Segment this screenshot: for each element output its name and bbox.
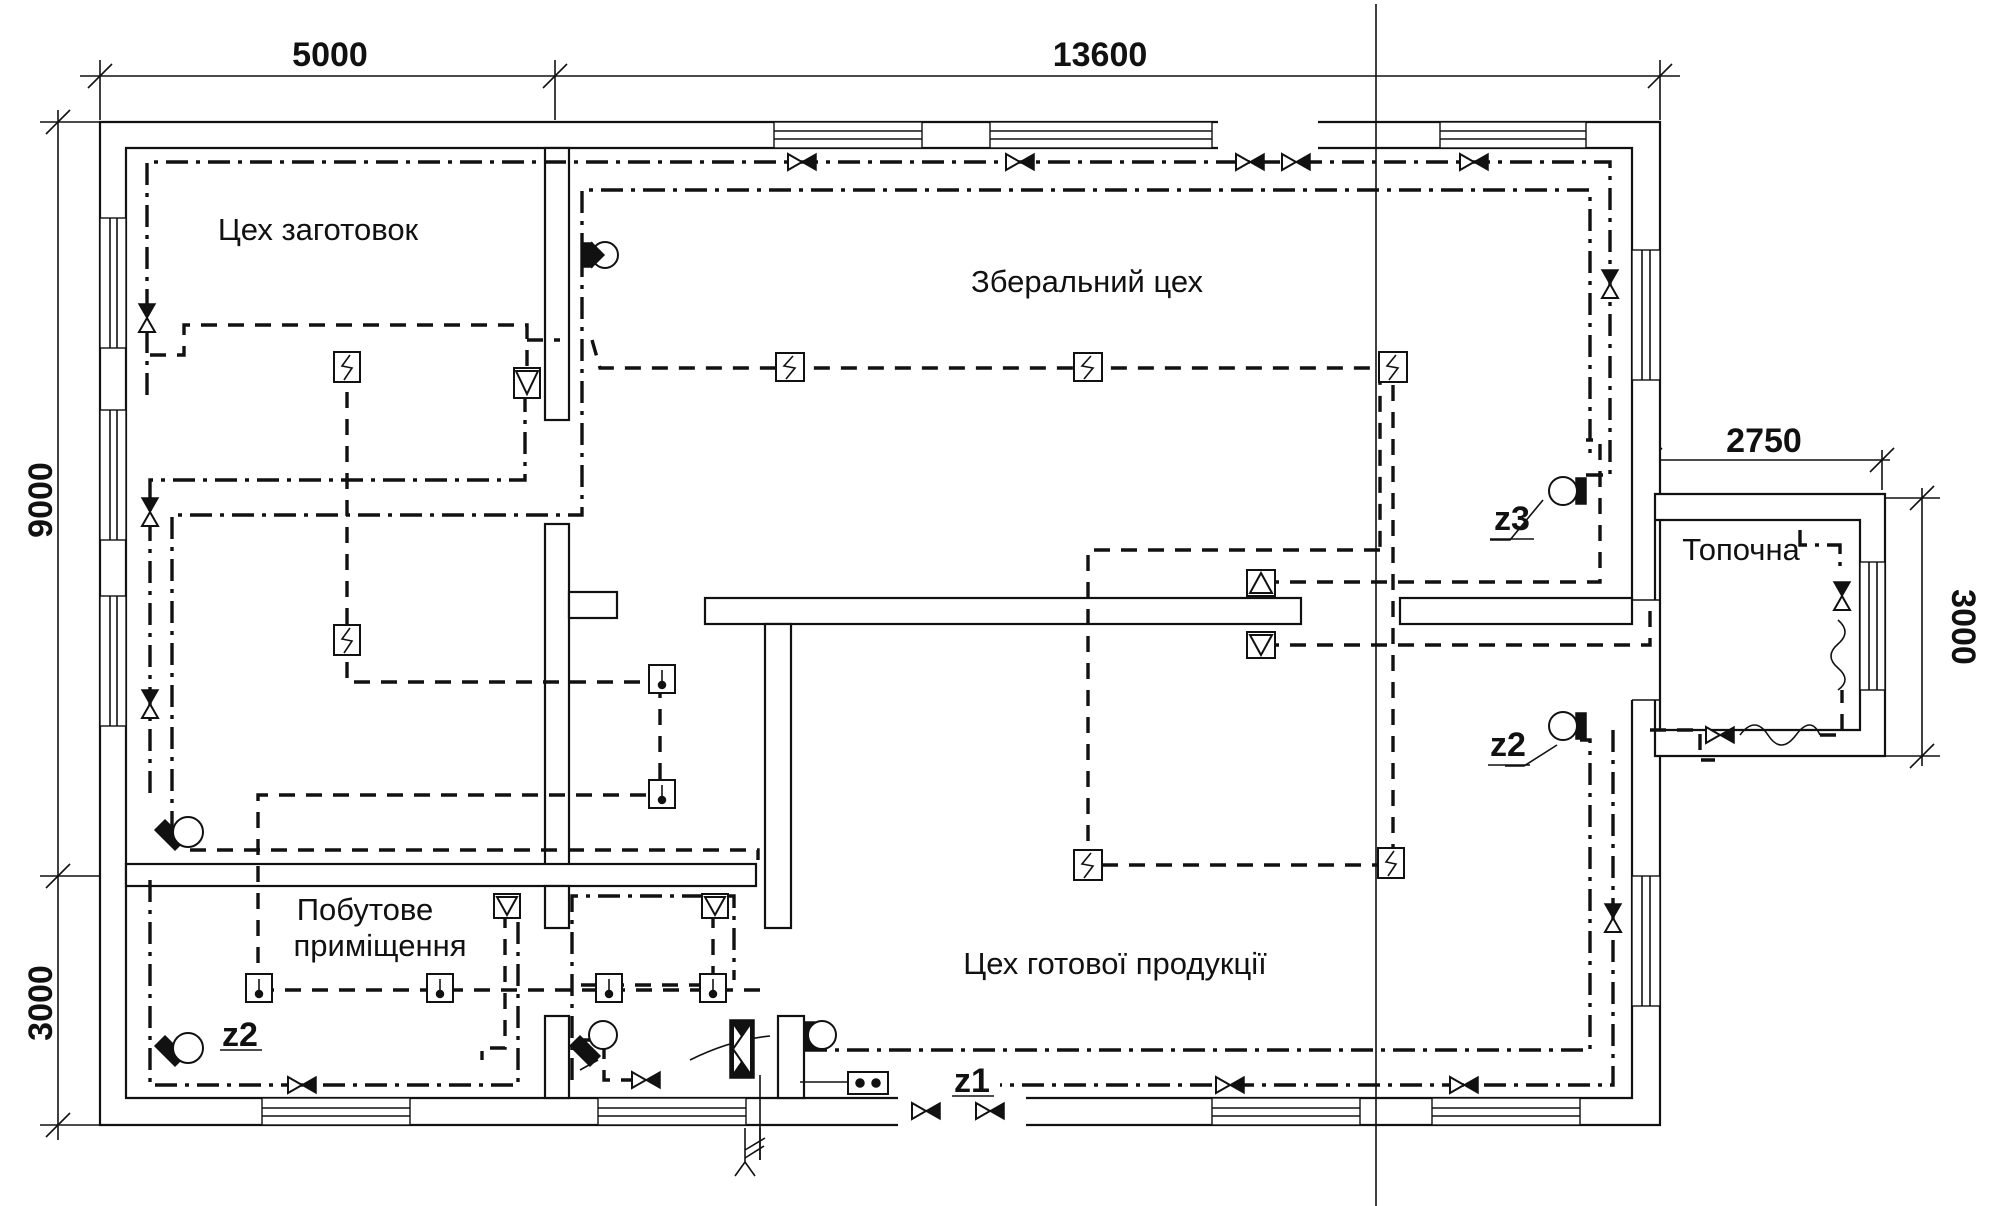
room-label-blanks-shop: Цех заготовок bbox=[218, 212, 419, 247]
heater-unit-5 bbox=[701, 893, 729, 919]
valve-top-3 bbox=[1235, 152, 1265, 172]
valve-left-2 bbox=[140, 497, 160, 527]
air-vents bbox=[245, 664, 727, 1003]
air-vent-2 bbox=[648, 779, 676, 809]
device-blanks-top bbox=[581, 241, 619, 269]
valve-right-1 bbox=[1600, 269, 1620, 299]
valve-right-2 bbox=[1603, 903, 1623, 933]
valve-bottom-3 bbox=[1449, 1075, 1479, 1095]
air-vent-1 bbox=[648, 664, 676, 694]
valve-inlet-1 bbox=[911, 1101, 941, 1121]
device-blanks-bottom bbox=[153, 816, 204, 852]
valve-left-1 bbox=[137, 303, 157, 333]
dimension-top-left: 5000 bbox=[292, 36, 368, 74]
dimension-left-lower: 3000 bbox=[22, 965, 60, 1041]
valves bbox=[137, 152, 1852, 1121]
radiator-3 bbox=[775, 352, 805, 382]
tag-z2-left: z2 bbox=[222, 1016, 258, 1054]
room-label-boiler-room: Топочна bbox=[1682, 532, 1800, 567]
valve-annex bbox=[1705, 725, 1735, 745]
air-vent-5 bbox=[595, 973, 623, 1003]
heater-units bbox=[493, 367, 1276, 919]
building-walls bbox=[98, 120, 1887, 1127]
room-label-assembly-shop: Зберальний цех bbox=[971, 264, 1203, 299]
dimension-top-right: 13600 bbox=[1053, 36, 1148, 74]
pump-unit bbox=[847, 1071, 889, 1095]
tag-z3: z3 bbox=[1494, 500, 1530, 538]
air-vent-3 bbox=[245, 973, 273, 1003]
supply-pipes bbox=[145, 160, 1842, 1087]
heat-exchanger bbox=[729, 1019, 755, 1079]
device-finished-goods bbox=[804, 1020, 837, 1050]
windows bbox=[99, 118, 1886, 1129]
radiator-5 bbox=[1378, 351, 1408, 383]
air-vent-4 bbox=[426, 973, 454, 1003]
valve-top-1 bbox=[787, 152, 817, 172]
radiators bbox=[333, 351, 1408, 881]
valve-top-4 bbox=[1281, 152, 1311, 172]
room-label-finished-goods: Цех готової продукції bbox=[963, 946, 1267, 981]
radiator-6 bbox=[1073, 849, 1103, 881]
heater-unit-2 bbox=[1246, 569, 1276, 597]
valve-bottom-1 bbox=[287, 1075, 317, 1095]
radiator-7 bbox=[1377, 847, 1405, 879]
dimension-annex-width: 2750 bbox=[1726, 422, 1802, 460]
radiator-4 bbox=[1073, 352, 1103, 382]
valve-left-3 bbox=[140, 689, 160, 719]
valve-household bbox=[631, 1070, 661, 1090]
dimension-left-upper: 9000 bbox=[22, 462, 60, 538]
room-label-household-line1: Побутове bbox=[297, 892, 434, 927]
valve-top-5 bbox=[1459, 152, 1489, 172]
device-household bbox=[568, 1020, 618, 1068]
window-sash-lines bbox=[109, 130, 1878, 1117]
heater-unit-4 bbox=[493, 893, 521, 919]
device-z2-right bbox=[1548, 711, 1587, 741]
valve-annex-vertical bbox=[1832, 581, 1852, 611]
device-z2-left bbox=[153, 1032, 204, 1068]
circular-devices bbox=[153, 241, 1587, 1068]
radiator-1 bbox=[333, 351, 361, 383]
heater-unit-3 bbox=[1246, 631, 1276, 659]
valve-bottom-2 bbox=[1215, 1075, 1245, 1095]
dimension-annex-height: 3000 bbox=[1944, 589, 1982, 665]
heater-unit-1 bbox=[513, 367, 541, 399]
tag-z2-right: z2 bbox=[1490, 726, 1526, 764]
radiator-2 bbox=[333, 624, 361, 656]
drain-symbol bbox=[734, 1128, 766, 1177]
valve-inlet-2 bbox=[975, 1101, 1005, 1121]
dimension-lines bbox=[40, 60, 1940, 1140]
room-label-household-line2: приміщення bbox=[294, 928, 467, 963]
tag-z1: z1 bbox=[954, 1062, 990, 1100]
device-z3 bbox=[1548, 476, 1587, 506]
air-vent-6 bbox=[699, 973, 727, 1003]
valve-top-2 bbox=[1005, 152, 1035, 172]
